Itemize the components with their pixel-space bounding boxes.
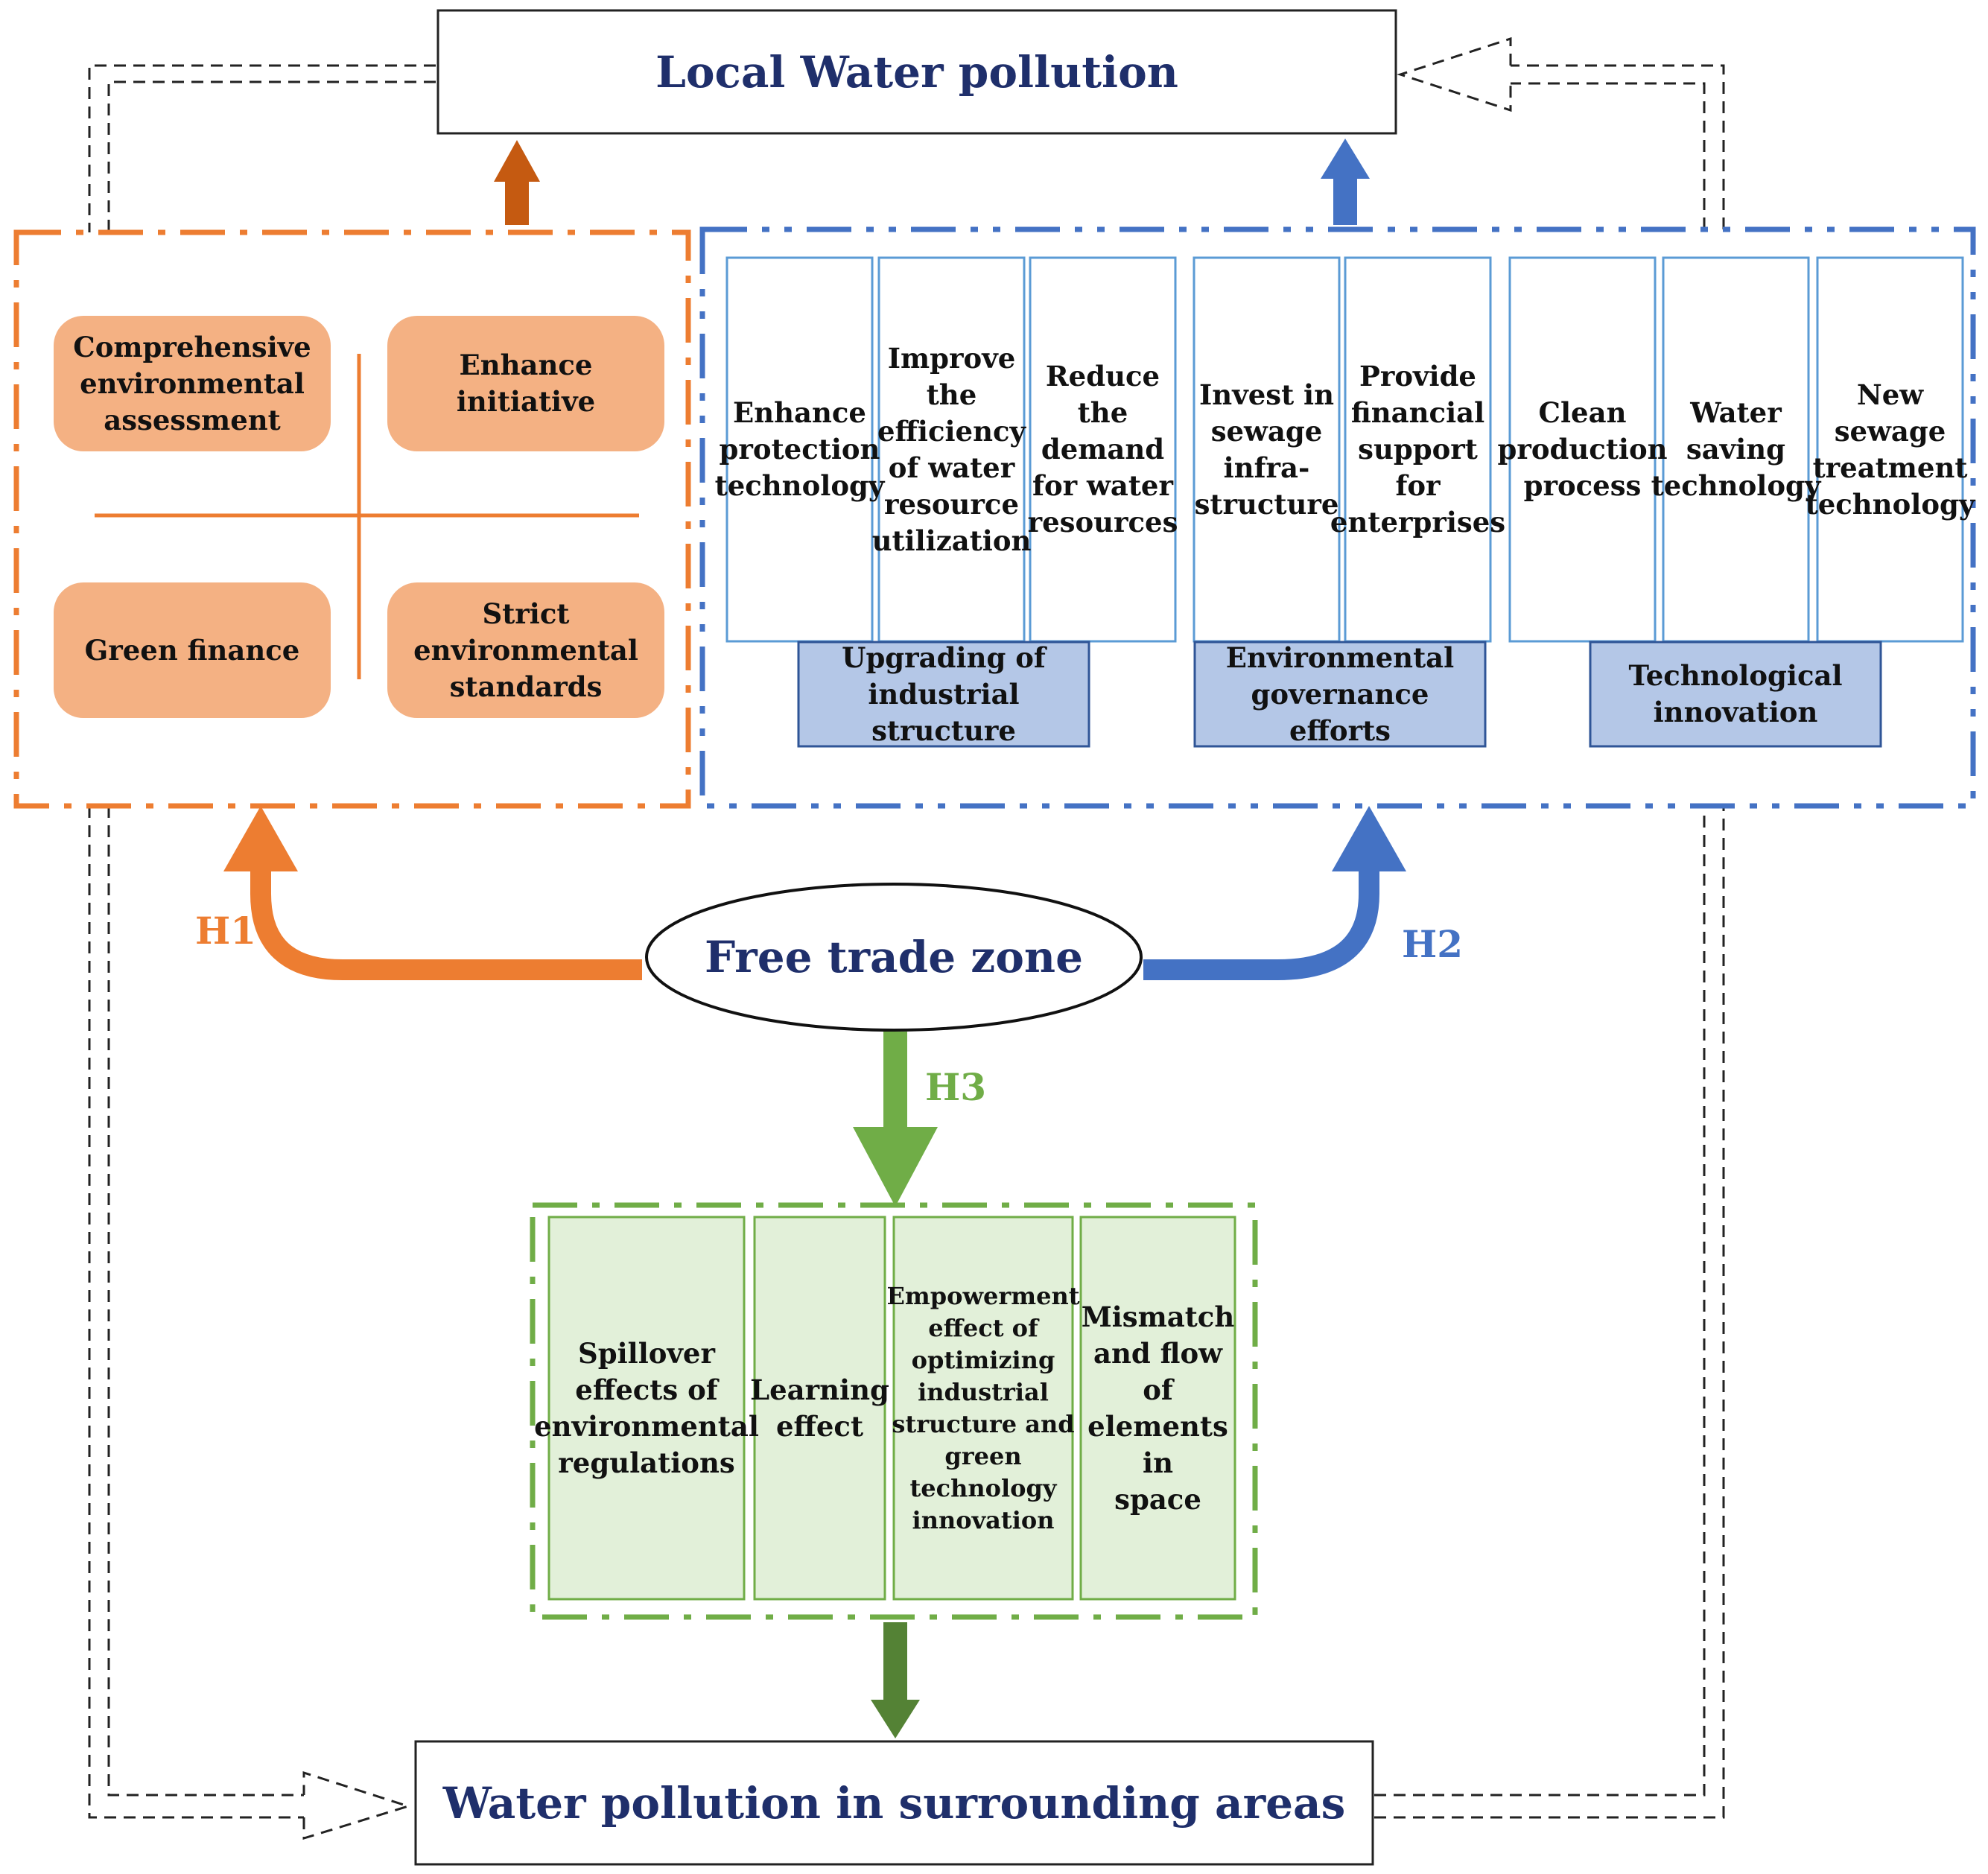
free-trade-zone-label: Free trade zone: [705, 932, 1083, 982]
h2-group-box-2: [1193, 641, 1487, 748]
left-feedback-loop: [88, 64, 436, 1819]
h3-column-box-1: [547, 1216, 746, 1601]
h2-col-clean-production: Clean production process: [1497, 396, 1668, 502]
h2-column-box-2: [877, 256, 1026, 643]
h3-column-box-2: [753, 1216, 886, 1601]
h2-col-new-sewage-treatment: New sewage treatment technology: [1805, 378, 1975, 521]
h2-column-box-4: [1193, 256, 1341, 643]
h2-column-box-6: [1508, 256, 1657, 643]
h1-item-comprehensive-assessment: Comprehensive environmental assessment: [73, 330, 311, 436]
h2-group-boxes: [797, 641, 1882, 748]
local-water-pollution-label: Local Water pollution: [655, 46, 1178, 98]
h2-col-enhance-protection: Enhance protection technology: [714, 396, 885, 502]
h1-item-strict-standards: Strict environmental standards: [413, 597, 638, 703]
h2-arrowhead: [1332, 806, 1406, 871]
h1-item-box-2: [387, 316, 664, 451]
right-feedback-loop: [1374, 64, 1725, 1819]
h1-container: [13, 229, 691, 809]
h3-arrowhead: [853, 1127, 938, 1207]
h2-col-reduce-demand: Reduce the demand for water resources: [1027, 360, 1178, 539]
h2-col-invest-sewage: Invest in sewage infra- structure: [1194, 378, 1339, 521]
free-trade-zone-ellipse: [645, 883, 1143, 1032]
h2-col-water-saving: Water saving technology: [1651, 396, 1821, 502]
h1-item-box-3: [54, 582, 331, 718]
h1-item-green-finance: Green finance: [84, 633, 300, 667]
h3-column-box-3: [892, 1216, 1074, 1601]
h2-columns: [725, 256, 1964, 643]
h3-col-spillover-effects: Spillover effects of environmental regul…: [534, 1336, 759, 1479]
local-water-pollution-box: [436, 9, 1397, 135]
surrounding-pollution-box: [414, 1740, 1374, 1866]
h1-item-box-1: [54, 316, 331, 451]
h3-container: [530, 1202, 1258, 1620]
h1-item-enhance-initiative: Enhance initiative: [456, 349, 596, 418]
right-feedback-arrowhead: [1397, 36, 1512, 112]
h2-column-box-5: [1344, 256, 1492, 643]
h3-column-box-4: [1079, 1216, 1236, 1601]
h2-group-box-1: [797, 641, 1090, 748]
h3-arrow-shaft: [883, 1032, 907, 1128]
h2-column-box-1: [725, 256, 874, 643]
h2-column-box-3: [1029, 256, 1177, 643]
left-feedback-arrowhead: [302, 1770, 413, 1840]
h1-arrowhead: [223, 806, 298, 871]
h3-col-learning-effect: Learning effect: [750, 1373, 889, 1443]
h1-label: H1: [195, 909, 257, 953]
surrounding-pollution-label: Water pollution in surrounding areas: [442, 1777, 1346, 1829]
h2-label: H2: [1402, 922, 1464, 966]
h3-columns: [547, 1216, 1236, 1601]
h2-up-arrow: [1321, 139, 1370, 225]
h2-curved-arrow: [1143, 870, 1379, 980]
h2-group-box-3: [1589, 641, 1882, 748]
h1-curved-arrow: [250, 870, 642, 980]
h2-col-improve-efficiency: Improve the efficiency of water resource…: [871, 341, 1032, 557]
h2-col-financial-support: Provide financial support for enterprise…: [1330, 360, 1506, 539]
h2-column-box-8: [1816, 256, 1964, 643]
h3-label: H3: [925, 1065, 987, 1109]
h3-to-surrounding-arrow: [871, 1622, 920, 1738]
h3-col-mismatch-flow: Mismatch and flow of elements in space: [1081, 1300, 1235, 1516]
h2-group-governance-efforts: Environmental governance efforts: [1225, 641, 1455, 747]
h2-column-box-7: [1662, 256, 1810, 643]
h2-group-industrial-structure: Upgrading of industrial structure: [842, 641, 1046, 747]
h2-group-technological-innovation: Technological innovation: [1628, 659, 1843, 728]
h2-container: [699, 226, 1976, 809]
h1-item-box-4: [387, 582, 664, 718]
h3-col-empowerment-effect: Empowerment effect of optimizing industr…: [886, 1281, 1080, 1534]
h1-up-arrow: [494, 140, 540, 225]
